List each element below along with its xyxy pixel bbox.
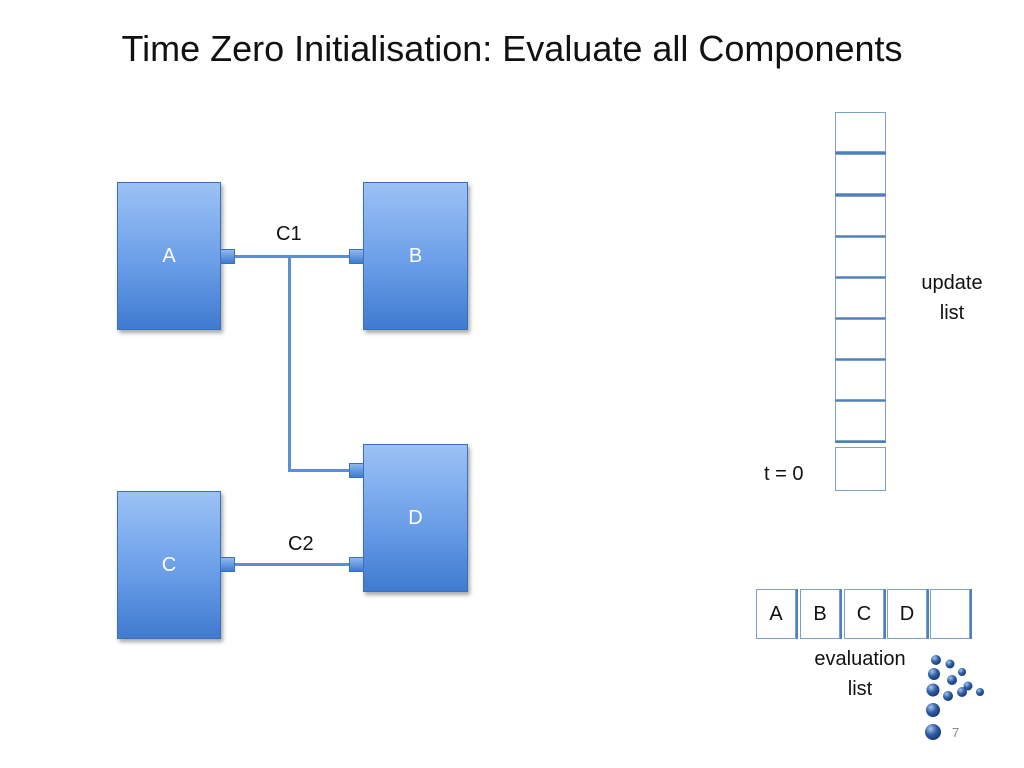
update-list-label-line2: list [939, 302, 965, 324]
wire-c1-to-d [288, 469, 350, 472]
port-d-in-1 [349, 463, 364, 478]
evaluation-list-item [930, 589, 970, 639]
connection-label-c2: C2 [288, 533, 314, 555]
component-a: A [117, 182, 221, 330]
update-list-slot [835, 401, 886, 441]
evaluation-list-label: evaluation list [800, 644, 920, 704]
update-list-slot [835, 196, 886, 236]
component-d-label: D [408, 506, 423, 529]
update-list-slot [835, 237, 886, 277]
evaluation-list-item: C [844, 589, 884, 639]
time-label: t = 0 [764, 463, 804, 485]
component-c-label: C [161, 553, 177, 576]
wire-c1-horizontal [232, 255, 350, 258]
update-list-slot [835, 360, 886, 400]
port-a-out [220, 249, 235, 264]
port-b-in [349, 249, 364, 264]
page-number: 7 [952, 725, 960, 740]
port-c-out [220, 557, 235, 572]
evaluation-list-label-line2: list [847, 678, 873, 700]
logo-dots-icon [925, 655, 984, 740]
component-b: B [363, 182, 468, 330]
slide-title: Time Zero Initialisation: Evaluate all C… [121, 28, 903, 69]
evaluation-list-label-line1: evaluation [814, 648, 906, 670]
evaluation-list-item: A [756, 589, 796, 639]
wire-c1-vertical [288, 255, 291, 471]
update-list-slot [835, 447, 886, 491]
evaluation-list-item: D [887, 589, 927, 639]
update-list-slot [835, 112, 886, 152]
port-d-in-2 [349, 557, 364, 572]
component-c: C [117, 491, 221, 639]
update-list-slot [835, 278, 886, 318]
update-list-slot [835, 319, 886, 359]
connection-label-c1: C1 [276, 223, 302, 245]
update-list-label: update list [905, 268, 999, 328]
wire-c2-horizontal [232, 563, 350, 566]
component-d: D [363, 444, 468, 592]
update-list-label-line1: update [921, 272, 983, 294]
component-a-label: A [162, 244, 176, 267]
evaluation-list-item: B [800, 589, 840, 639]
component-b-label: B [408, 244, 423, 267]
update-list-slot [835, 154, 886, 194]
